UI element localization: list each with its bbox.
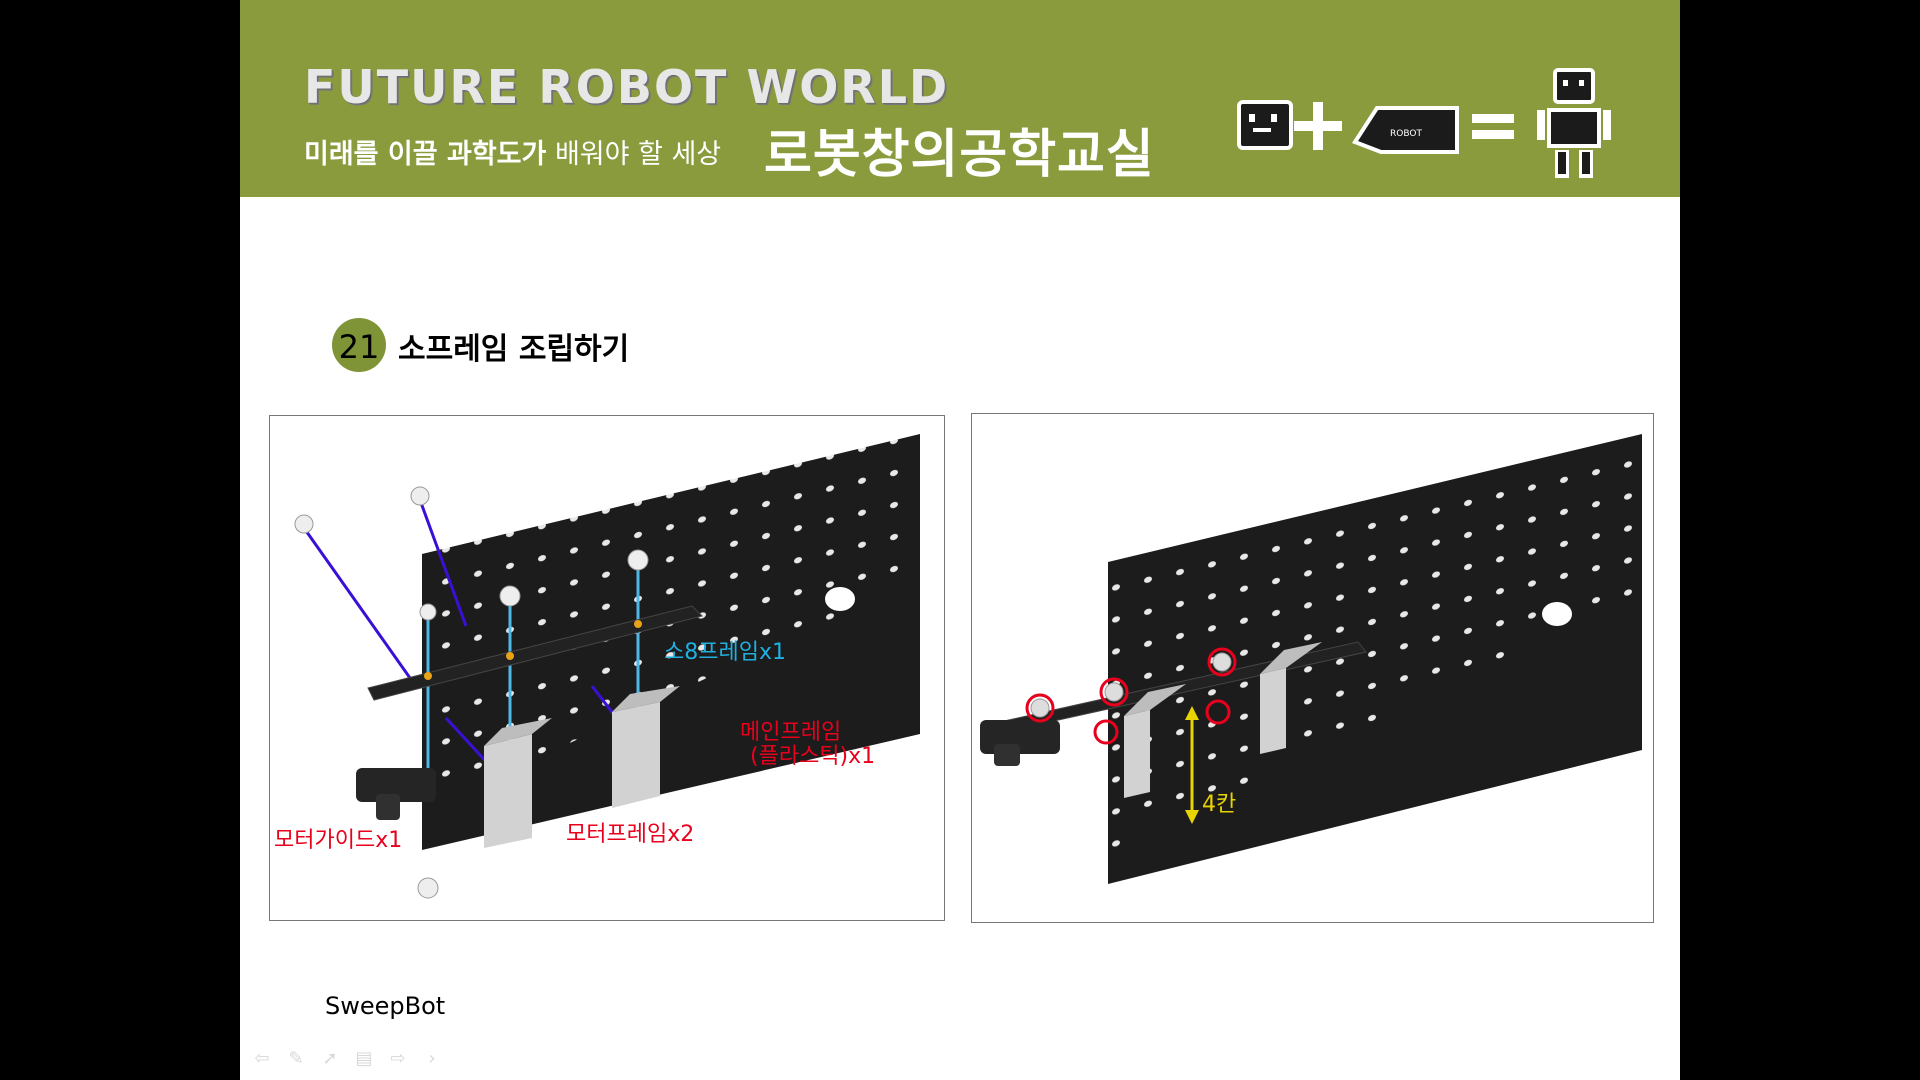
spacing-arrow (1185, 706, 1199, 824)
brand-title: FUTURE ROBOT WORLD (304, 60, 950, 114)
motor-frame-parts (1124, 642, 1322, 798)
step-title: 소프레임 조립하기 (398, 332, 630, 367)
motor-guide-part (980, 720, 1060, 766)
plus-icon (1294, 102, 1342, 150)
label-main-frame-1: 메인프레임 (740, 720, 842, 745)
slideshow-nav-bar: ⇦ ✎ ➚ ▤ ⇨ › (250, 1046, 444, 1072)
face-icon (1237, 100, 1293, 150)
small-8-frame-bar (367, 605, 703, 701)
main-frame-plate (422, 416, 920, 850)
chevron-right-icon[interactable]: › (428, 1048, 436, 1069)
class-name: 로봇창의공학교실 (764, 125, 1155, 185)
pointer-icon[interactable]: ➚ (322, 1048, 338, 1069)
label-spacing: 4칸 (1202, 792, 1237, 817)
highlight-circles (1025, 647, 1237, 745)
robot-equation-logo: ROBOT (1237, 68, 1611, 178)
slide: FUTURE ROBOT WORLD 미래를 이끌 과학도가 배워야 할 세상 … (240, 0, 1680, 1080)
assembled-view-panel: 4칸 (971, 413, 1654, 923)
pen-icon[interactable]: ✎ (288, 1048, 304, 1069)
step-number-badge: 21 (332, 318, 386, 372)
exploded-assembly-illustration (294, 416, 920, 899)
logo-text: ROBOT (1390, 129, 1422, 139)
footer-text: SweepBot (325, 992, 446, 1020)
subtitle-light: 배워야 할 세상 (546, 139, 722, 170)
label-motor-guide: 모터가이드x1 (274, 828, 403, 853)
robot-icon (1537, 68, 1611, 178)
arrow-left-icon[interactable]: ⇦ (254, 1048, 270, 1069)
main-frame-plate (1108, 414, 1642, 884)
equals-icon (1472, 114, 1514, 139)
label-small-frame: 소8프레임x1 (664, 640, 786, 665)
label-main-frame-2: (플라스틱)x1 (750, 744, 876, 769)
subtitle-bold: 미래를 이끌 과학도가 (304, 139, 547, 170)
assembled-view-illustration (980, 414, 1642, 884)
motor-guide-part (356, 768, 436, 820)
screws (1030, 652, 1232, 718)
label-motor-frame: 모터프레임x2 (566, 822, 695, 847)
motor-frame-parts (484, 686, 680, 848)
brand-subtitle: 미래를 이끌 과학도가 배워야 할 세상 (304, 132, 721, 171)
header-banner: FUTURE ROBOT WORLD 미래를 이끌 과학도가 배워야 할 세상 … (240, 0, 1680, 197)
menu-icon[interactable]: ▤ (355, 1048, 373, 1069)
exploded-assembly-panel: 소8프레임x1 메인프레임 (플라스틱)x1 모터가이드x1 모터프레임x2 (269, 415, 945, 921)
robot-box-icon: ROBOT (1351, 106, 1459, 154)
arrow-right-icon[interactable]: ⇨ (390, 1048, 406, 1069)
screws (294, 486, 649, 899)
